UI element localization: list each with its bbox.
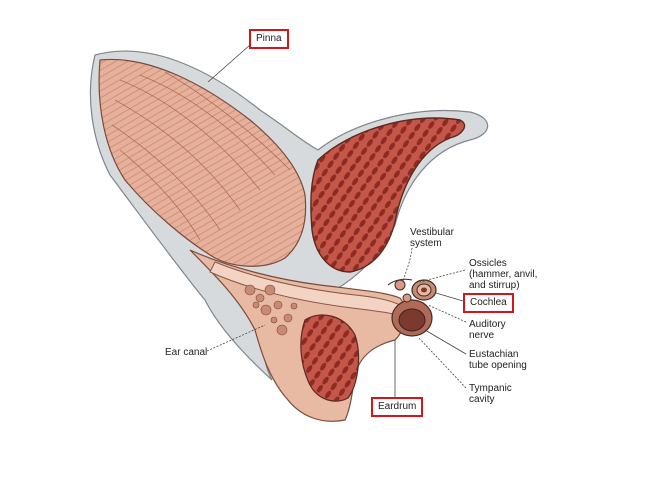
- ossicles-label-line-1: Ossicles: [469, 258, 507, 269]
- ossicles-label: Ossicles (hammer, anvil, and stirrup): [469, 258, 537, 291]
- leader-lines: [206, 44, 467, 400]
- pinna-label: Pinna: [249, 29, 289, 49]
- vestibular-label-line-1: Vestibular: [410, 227, 454, 238]
- vestibular-system-label: Vestibular system: [410, 227, 454, 249]
- eardrum-label: Eardrum: [371, 397, 424, 417]
- cartilage-upper: [310, 117, 466, 273]
- pinna-texture: [111, 71, 291, 241]
- ear-canal-label: Ear canal: [165, 347, 208, 358]
- middle-ear: [387, 278, 437, 337]
- ossicles-label-line-3: and stirrup): [469, 280, 520, 291]
- eustachian-label-line-2: tube opening: [469, 360, 527, 371]
- lower-muscle-lobe: [300, 314, 360, 402]
- ossicles-label-line-2: (hammer, anvil,: [469, 269, 538, 280]
- eustachian-tube-label: Eustachian tube opening: [469, 349, 527, 371]
- vestibular-label-line-2: system: [410, 238, 442, 249]
- tympanic-label-line-1: Tympanic: [469, 383, 512, 394]
- auditory-label-line-2: nerve: [469, 330, 495, 341]
- auditory-label-line-1: Auditory: [469, 319, 506, 330]
- tympanic-cavity-label: Tympanic cavity: [469, 383, 512, 405]
- eustachian-label-line-1: Eustachian: [469, 349, 519, 360]
- auditory-nerve-label: Auditory nerve: [469, 319, 506, 341]
- tympanic-label-line-2: cavity: [469, 394, 495, 405]
- gland-cluster: [244, 284, 298, 336]
- cochlea-label: Cochlea: [463, 293, 514, 313]
- pinna-body: [98, 58, 307, 267]
